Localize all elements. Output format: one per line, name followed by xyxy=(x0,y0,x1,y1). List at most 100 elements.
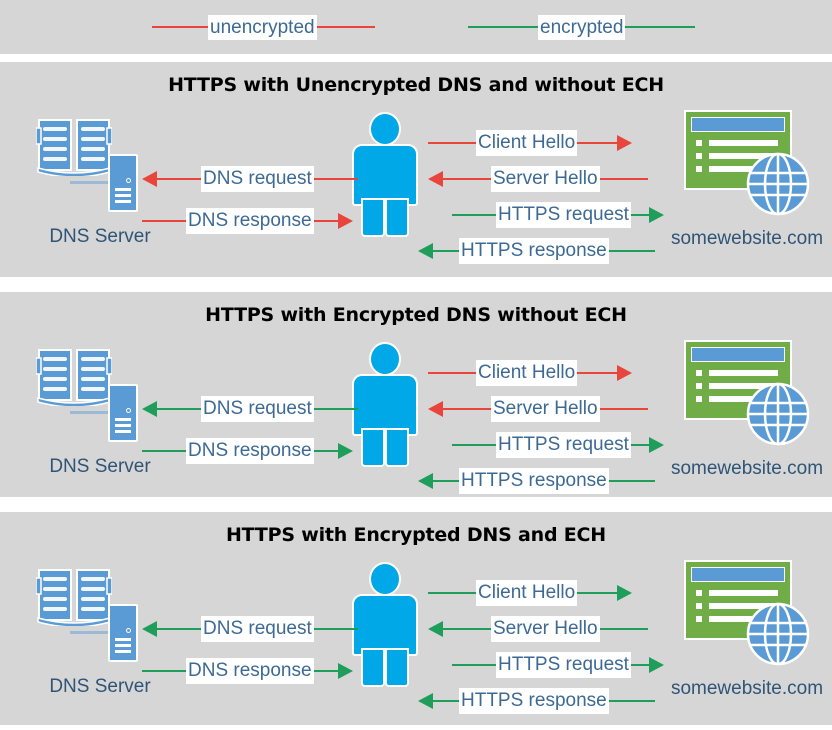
arrowhead-left-icon xyxy=(142,401,157,417)
flow-https-request: HTTPS request xyxy=(452,652,664,678)
person-body xyxy=(352,374,418,436)
panel-title: HTTPS with Encrypted DNS and ECH xyxy=(225,524,607,546)
person-leg-left xyxy=(361,198,385,237)
website-titlebar xyxy=(691,347,785,362)
flow-line xyxy=(313,178,358,180)
server-slots-icon xyxy=(115,635,131,653)
flow-label: Client Hello xyxy=(476,130,578,156)
website-label: somewebsite.com xyxy=(670,678,824,699)
person-icon xyxy=(352,342,418,467)
flow-client-hello: Client Hello xyxy=(428,580,633,606)
flow-line xyxy=(443,178,491,180)
flow-line xyxy=(142,220,186,222)
flow-line xyxy=(577,372,618,374)
panel-3: HTTPS with Encrypted DNS and ECH DNS Ser… xyxy=(0,512,832,725)
flow-line xyxy=(608,700,655,702)
book-icon xyxy=(36,569,112,626)
person-leg-right xyxy=(385,428,409,467)
dns-server-label: DNS Server xyxy=(49,676,151,697)
person-head xyxy=(369,342,401,376)
panel-1: HTTPS with Unencrypted DNS and without E… xyxy=(0,62,832,277)
flow-label: HTTPS request xyxy=(496,202,631,228)
legend-label: unencrypted xyxy=(208,14,317,40)
flow-line xyxy=(428,372,476,374)
arrowhead-right-icon xyxy=(337,213,353,229)
dns-link-wire xyxy=(70,631,110,634)
legend-line xyxy=(316,26,375,28)
flow-https-response: HTTPS response xyxy=(418,468,655,494)
flow-line xyxy=(428,142,476,144)
website-label: somewebsite.com xyxy=(670,458,824,479)
arrowhead-right-icon xyxy=(617,135,633,151)
arrowhead-left-icon xyxy=(428,621,443,637)
person-head xyxy=(369,562,401,596)
flow-line xyxy=(313,450,338,452)
flow-server-hello: Server Hello xyxy=(428,396,648,422)
flow-label: DNS response xyxy=(186,208,314,234)
flow-line xyxy=(599,628,648,630)
server-slots-icon xyxy=(115,415,131,433)
arrowhead-left-icon xyxy=(428,171,443,187)
flow-label: HTTPS response xyxy=(459,468,609,494)
flow-line xyxy=(157,178,201,180)
flow-https-response: HTTPS response xyxy=(418,688,655,714)
flow-dns-response: DNS response xyxy=(142,208,353,234)
flow-label: Client Hello xyxy=(476,580,578,606)
flow-line xyxy=(433,480,459,482)
person-leg-right xyxy=(385,198,409,237)
flow-server-hello: Server Hello xyxy=(428,166,648,192)
flow-line xyxy=(599,408,648,410)
flow-label: Server Hello xyxy=(491,616,600,642)
flow-dns-request: DNS request xyxy=(142,166,358,192)
flow-label: Server Hello xyxy=(491,396,600,422)
arrowhead-right-icon xyxy=(617,585,633,601)
flow-dns-response: DNS response xyxy=(142,438,353,464)
arrowhead-left-icon xyxy=(428,401,443,417)
flow-line xyxy=(577,592,618,594)
legend-line xyxy=(468,26,538,28)
dns-server-group: DNS Server xyxy=(30,114,170,279)
flow-line xyxy=(313,670,338,672)
flow-label: DNS request xyxy=(201,396,314,422)
flow-label: DNS request xyxy=(201,616,314,642)
flow-line xyxy=(313,408,358,410)
server-tower-icon xyxy=(108,384,138,442)
website-group: somewebsite.com xyxy=(671,560,823,730)
website-group: somewebsite.com xyxy=(671,340,823,510)
flow-label: DNS response xyxy=(186,438,314,464)
arrowhead-left-icon xyxy=(418,693,433,709)
person-icon xyxy=(352,562,418,687)
flow-label: DNS request xyxy=(201,166,314,192)
flow-line xyxy=(443,408,491,410)
legend-item-unencrypted: unencrypted xyxy=(152,0,375,54)
legend-line xyxy=(625,26,696,28)
flow-label: Client Hello xyxy=(476,360,578,386)
flow-label: Server Hello xyxy=(491,166,600,192)
website-label: somewebsite.com xyxy=(670,228,824,249)
dns-server-group: DNS Server xyxy=(30,564,170,729)
flow-server-hello: Server Hello xyxy=(428,616,648,642)
arrowhead-right-icon xyxy=(337,443,353,459)
dns-server-label: DNS Server xyxy=(49,456,151,477)
arrowhead-right-icon xyxy=(617,365,633,381)
flow-label: HTTPS request xyxy=(496,652,631,678)
flow-line xyxy=(452,664,496,666)
arrowhead-right-icon xyxy=(648,207,664,223)
flow-line xyxy=(433,700,459,702)
server-tower-icon xyxy=(108,604,138,662)
flow-line xyxy=(608,250,655,252)
flow-label: HTTPS response xyxy=(459,238,609,264)
globe-icon xyxy=(746,382,810,446)
server-slots-icon xyxy=(115,185,131,203)
flow-https-response: HTTPS response xyxy=(418,238,655,264)
flow-dns-response: DNS response xyxy=(142,658,353,684)
website-content-rows xyxy=(696,140,778,179)
arrowhead-left-icon xyxy=(142,621,157,637)
arrowhead-left-icon xyxy=(418,473,433,489)
flow-line xyxy=(452,444,496,446)
website-window-icon xyxy=(684,340,792,420)
website-titlebar xyxy=(691,117,785,132)
flow-line xyxy=(157,628,201,630)
